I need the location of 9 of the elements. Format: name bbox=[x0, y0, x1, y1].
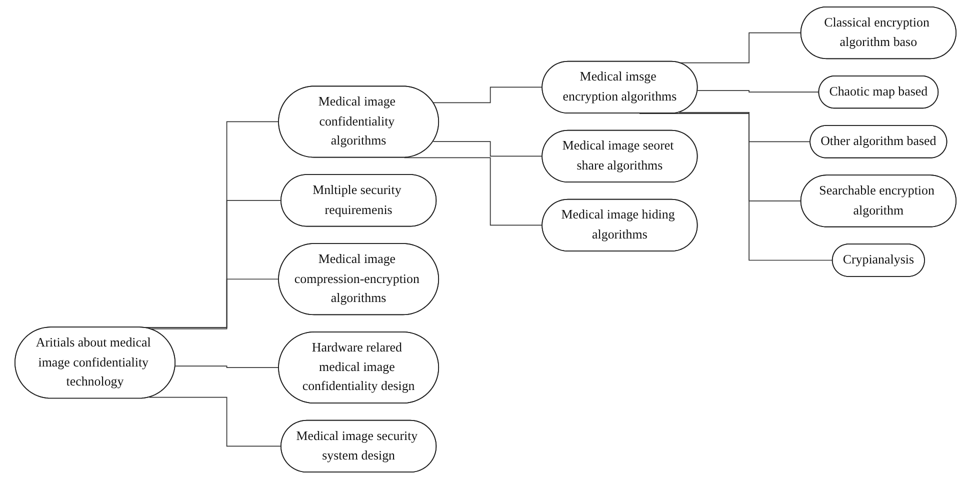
connector bbox=[432, 86, 543, 104]
connector bbox=[432, 141, 543, 158]
connector bbox=[697, 90, 820, 93]
connector bbox=[678, 32, 802, 64]
connector bbox=[404, 157, 543, 226]
connector bbox=[149, 396, 282, 448]
connector bbox=[678, 112, 811, 143]
connector bbox=[149, 278, 280, 330]
connector bbox=[174, 366, 280, 368]
